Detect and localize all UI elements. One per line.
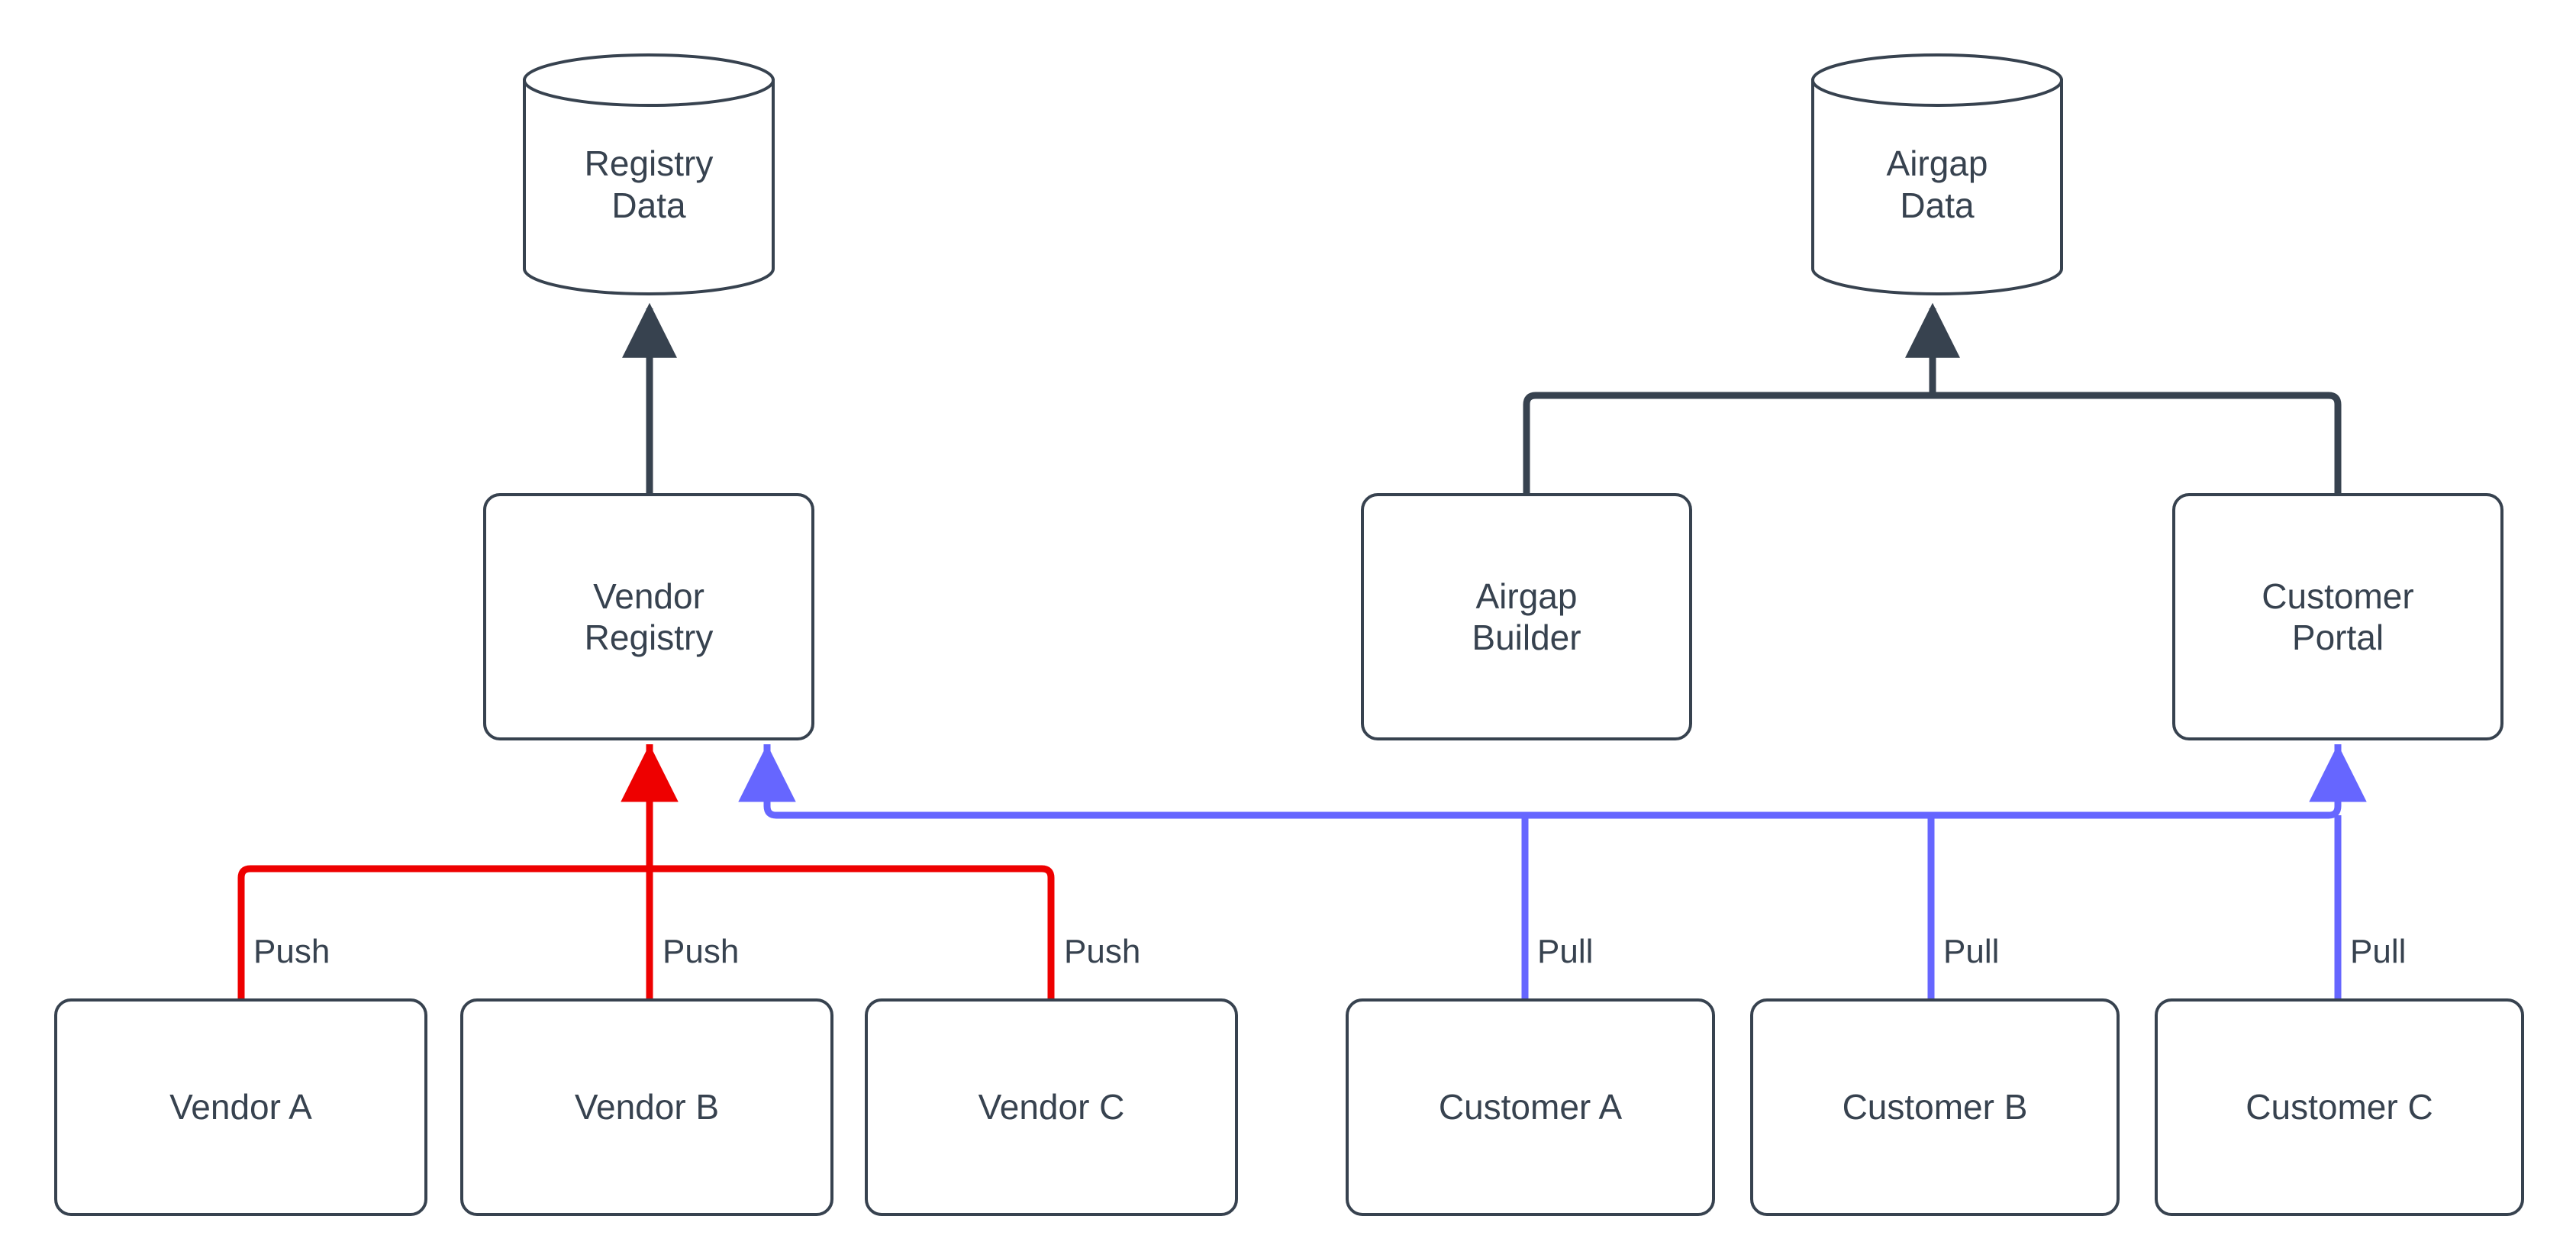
node-vendor-registry[interactable] [483, 493, 814, 740]
edge-pull-bus [738, 744, 2367, 1000]
node-vendor-a[interactable] [54, 998, 427, 1216]
node-airgap-data[interactable] [1811, 53, 2063, 295]
edge-airgap-tree-to-airgap-data [1523, 302, 2342, 495]
node-registry-data[interactable] [523, 53, 775, 295]
node-customer-portal[interactable] [2172, 493, 2503, 740]
edge-push-bus [237, 744, 1055, 1000]
node-customer-b[interactable] [1750, 998, 2120, 1216]
node-customer-c[interactable] [2155, 998, 2524, 1216]
node-customer-a[interactable] [1346, 998, 1715, 1216]
node-airgap-builder[interactable] [1361, 493, 1692, 740]
node-vendor-b[interactable] [460, 998, 833, 1216]
node-vendor-c[interactable] [865, 998, 1238, 1216]
